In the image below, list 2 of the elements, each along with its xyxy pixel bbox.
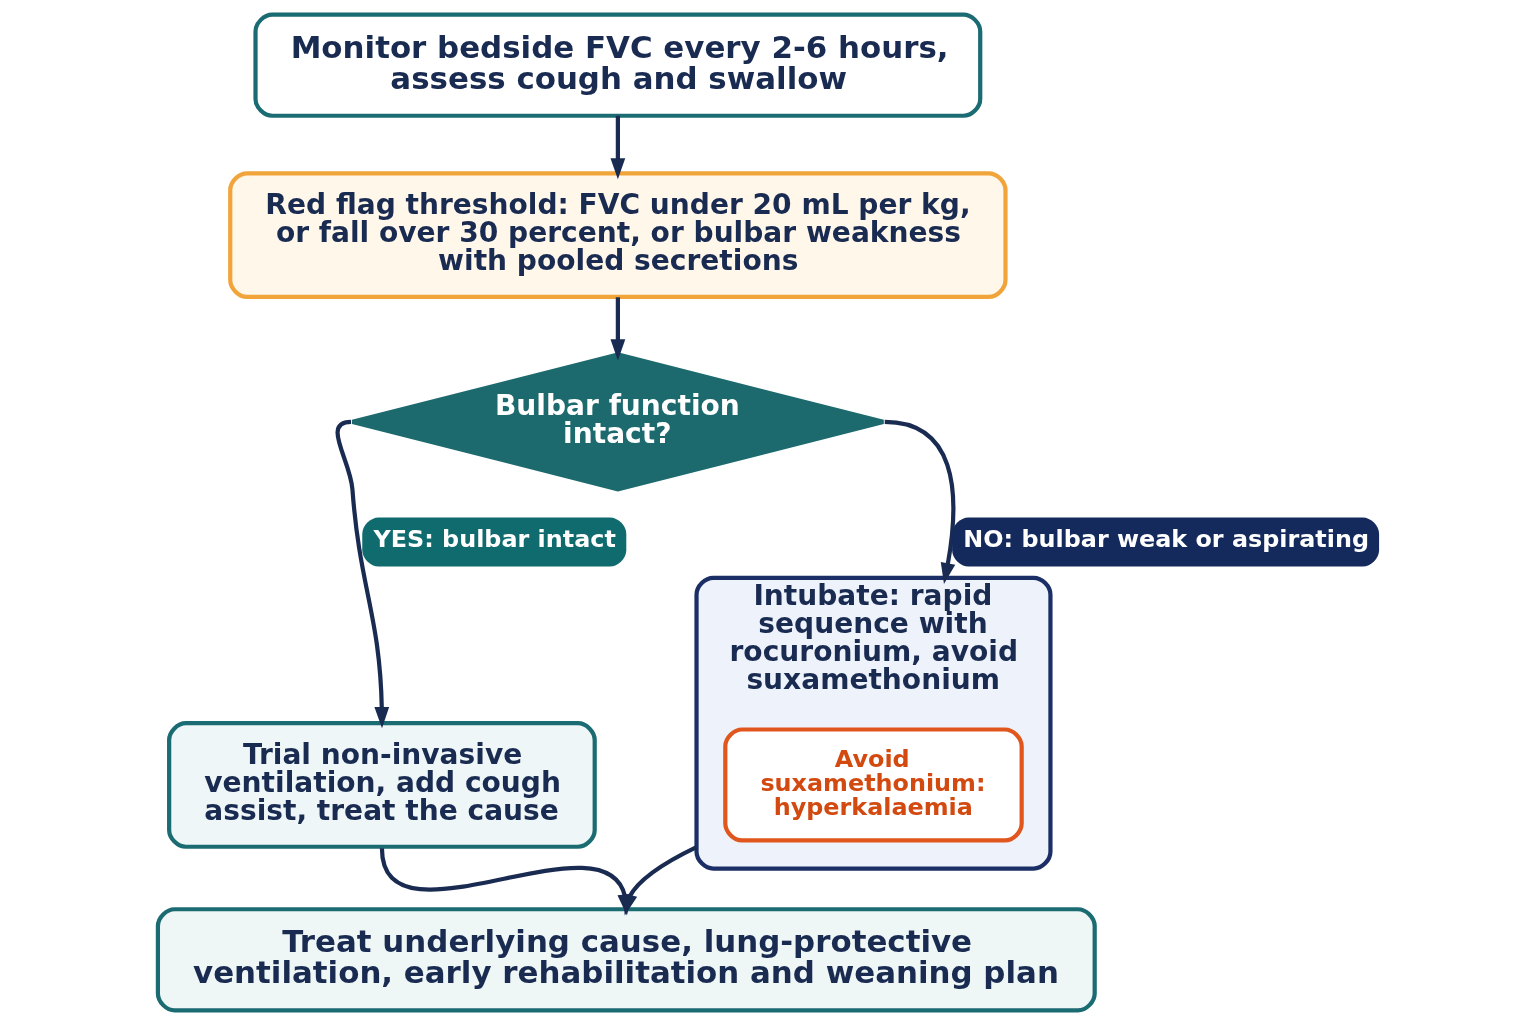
edge-label: YES: bulbar intact xyxy=(372,524,616,553)
edge-label: NO: bulbar weak or aspirating xyxy=(962,524,1369,553)
